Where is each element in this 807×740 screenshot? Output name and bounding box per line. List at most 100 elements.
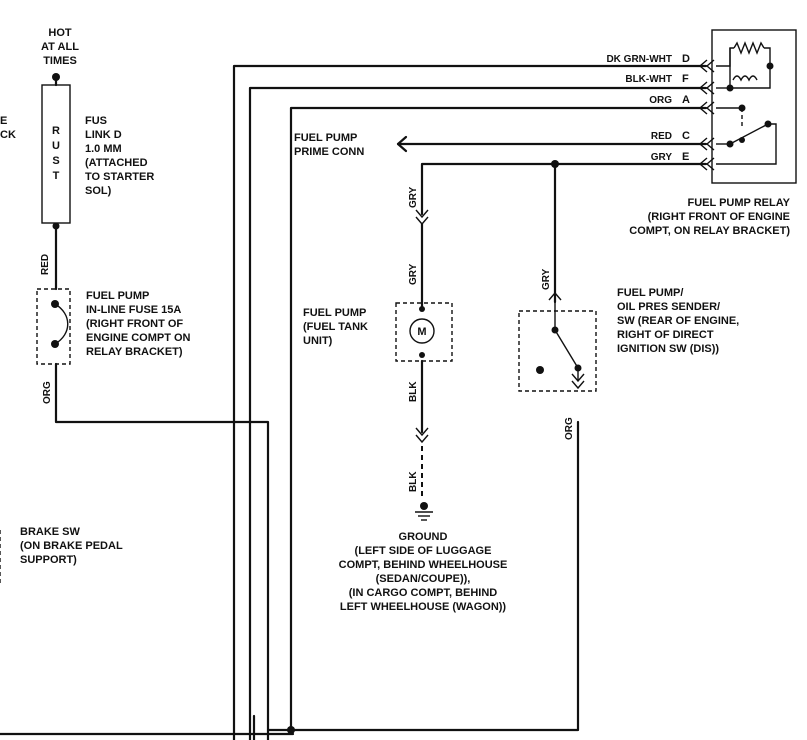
- gry-wire-upper-label: GRY: [408, 186, 419, 208]
- fusible-link-letter-4: T: [53, 170, 60, 182]
- sender-switch-arm: [554, 329, 579, 369]
- sender-label-line-3: SW (REAR OF ENGINE,: [617, 315, 739, 327]
- left-cut-label-line-2: CK: [0, 129, 16, 141]
- relay-pin-c: C: [682, 130, 690, 142]
- prime-conn-label-line-2: PRIME CONN: [294, 146, 364, 158]
- fuel-pump-relay-box: [711, 29, 797, 184]
- relay-wire-label-a: ORG: [649, 95, 672, 106]
- fusible-link-box: [41, 84, 71, 224]
- fusible-link-label-line-3: 1.0 MM: [85, 143, 122, 155]
- pump-lower-connector: [415, 427, 429, 444]
- prime-conn-chevron: [396, 135, 408, 153]
- relay-pin-f: F: [682, 73, 689, 85]
- gry-wire-sender-label: GRY: [541, 268, 552, 290]
- pump-label-line-2: (FUEL TANK: [303, 321, 368, 333]
- fusible-link-label-line-4: (ATTACHED: [85, 157, 148, 169]
- blk-wire-mid-label: BLK: [408, 381, 419, 402]
- relay-wire-label-f: BLK-WHT: [625, 74, 672, 85]
- relay-wire-label-c: RED: [651, 131, 672, 142]
- sender-label-line-1: FUEL PUMP/: [617, 287, 683, 299]
- relay-wire-label-d: DK GRN-WHT: [606, 54, 672, 65]
- fusible-link-label-line-1: FUS: [85, 115, 107, 127]
- relay-coil: [732, 75, 758, 82]
- hot-label-line-2: AT ALL: [41, 41, 79, 53]
- hot-at-all-times-label: HOT AT ALL TIMES: [41, 27, 79, 67]
- sender-label-line-4: RIGHT OF DIRECT: [617, 329, 714, 341]
- fusible-link-letter-2: U: [52, 140, 60, 152]
- relay-wire-label-e: GRY: [651, 152, 673, 163]
- brake-sw-label-line-3: SUPPORT): [20, 554, 77, 566]
- inline-fuse-terminal-bottom: [51, 340, 59, 348]
- brake-sw-label-line-2: (ON BRAKE PEDAL: [20, 540, 123, 552]
- left-cut-label-line-1: E: [0, 115, 7, 127]
- inline-fuse-label-line-2: IN-LINE FUSE 15A: [86, 304, 181, 316]
- inline-fuse-label: FUEL PUMP IN-LINE FUSE 15A (RIGHT FRONT …: [86, 290, 191, 358]
- ground-symbol: [415, 511, 433, 521]
- relay-label-line-3: COMPT, ON RELAY BRACKET): [629, 225, 790, 237]
- inline-fuse-label-line-1: FUEL PUMP: [86, 290, 149, 302]
- pump-label-line-3: UNIT): [303, 335, 333, 347]
- ground-label-line-1: GROUND: [399, 531, 448, 543]
- left-cut-label: E CK: [0, 115, 16, 141]
- org-relay-wire: [289, 106, 708, 732]
- org-wire-left-label: ORG: [42, 381, 53, 404]
- relay-label-line-1: FUEL PUMP RELAY: [688, 197, 791, 209]
- ground-label-line-6: LEFT WHEELHOUSE (WAGON)): [340, 601, 507, 613]
- hot-label-line-3: TIMES: [43, 55, 77, 67]
- ground-label-line-4: (SEDAN/COUPE)),: [376, 573, 471, 585]
- ground-label: GROUND (LEFT SIDE OF LUGGAGE COMPT, BEHI…: [339, 531, 508, 613]
- blk-wht-wire: [248, 86, 708, 740]
- org-wire-sender-label: ORG: [564, 417, 575, 440]
- relay-label-line-2: (RIGHT FRONT OF ENGINE: [648, 211, 790, 223]
- fusible-link-label-line-2: LINK D: [85, 129, 122, 141]
- oil-pres-sender-box: [518, 310, 597, 392]
- motor-symbol: M: [417, 326, 426, 338]
- relay-pin-d: D: [682, 53, 690, 65]
- oil-pres-sender-label: FUEL PUMP/ OIL PRES SENDER/ SW (REAR OF …: [617, 287, 739, 355]
- fuel-pump-motor: [409, 318, 435, 344]
- hot-label-line-1: HOT: [48, 27, 72, 39]
- prime-conn-label: FUEL PUMP PRIME CONN: [294, 132, 364, 158]
- fuel-pump-box: [395, 302, 453, 362]
- relay-pin-a: A: [682, 94, 690, 106]
- sender-label-line-2: OIL PRES SENDER/: [617, 301, 720, 313]
- sender-lower-connector: [571, 373, 585, 390]
- fusible-link-label: FUS LINK D 1.0 MM (ATTACHED TO STARTER S…: [85, 115, 154, 197]
- inline-fuse-box: [36, 288, 71, 365]
- prime-conn-label-line-1: FUEL PUMP: [294, 132, 357, 144]
- inline-fuse-label-line-4: ENGINE COMPT ON: [86, 332, 191, 344]
- ground-label-line-2: (LEFT SIDE OF LUGGAGE: [355, 545, 492, 557]
- fusible-link-letter-1: R: [52, 125, 60, 137]
- relay-switch-arm: [729, 123, 769, 145]
- relay-internals: [716, 41, 777, 165]
- inline-fuse-label-line-3: (RIGHT FRONT OF: [86, 318, 183, 330]
- ground-label-line-3: COMPT, BEHIND WHEELHOUSE: [339, 559, 508, 571]
- red-wire-left-label: RED: [40, 254, 51, 275]
- fuel-pump-relay-label: FUEL PUMP RELAY (RIGHT FRONT OF ENGINE C…: [629, 197, 790, 237]
- org-wire-left: [54, 362, 270, 740]
- ground-point: [420, 502, 428, 510]
- relay-pin-labels: DK GRN-WHT D BLK-WHT F ORG A RED C GRY E: [606, 53, 690, 163]
- sender-terminal: [536, 366, 544, 374]
- pump-label-line-1: FUEL PUMP: [303, 307, 366, 319]
- inline-fuse-element: [54, 303, 69, 345]
- sender-label-line-5: IGNITION SW (DIS)): [617, 343, 719, 355]
- fusible-link-label-line-5: TO STARTER: [85, 171, 154, 183]
- pump-terminal-bottom: [419, 352, 425, 358]
- inline-fuse-label-line-5: RELAY BRACKET): [86, 346, 183, 358]
- relay-pin-e: E: [682, 151, 689, 163]
- blk-wire-lower-label: BLK: [408, 471, 419, 492]
- brake-sw-label-line-1: BRAKE SW: [20, 526, 81, 538]
- fusible-link-text: R U S T: [52, 125, 60, 182]
- relay-resistor: [733, 41, 765, 55]
- gry-relay-wire: [420, 162, 708, 216]
- ground-label-line-5: (IN CARGO COMPT, BEHIND: [349, 587, 498, 599]
- brake-sw-label: BRAKE SW (ON BRAKE PEDAL SUPPORT): [20, 526, 123, 566]
- dk-grn-wht-wire: [232, 64, 708, 740]
- pump-terminal-top: [419, 306, 425, 312]
- fusible-link-letter-3: S: [52, 155, 59, 167]
- gry-wire-mid-label: GRY: [408, 263, 419, 285]
- sender-upper-connector: [548, 291, 562, 301]
- fusible-link-label-line-6: SOL): [85, 185, 112, 197]
